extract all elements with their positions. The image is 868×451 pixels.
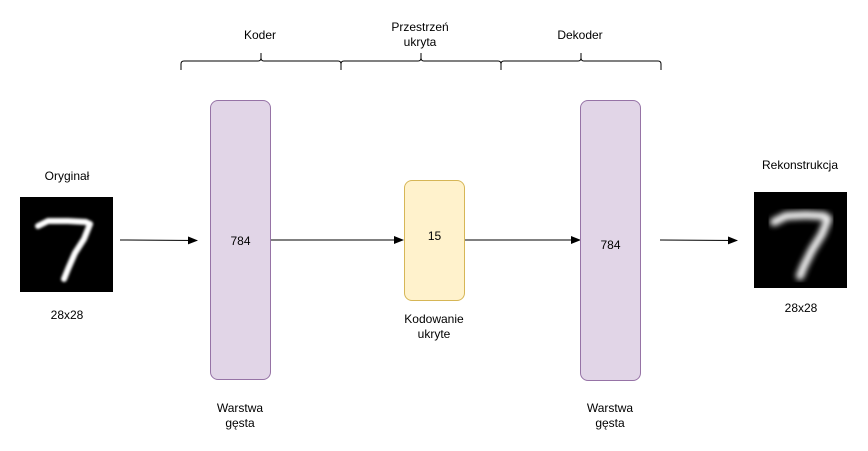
latent-code-caption: Kodowanie ukryte bbox=[404, 312, 464, 341]
encoder-dense-layer: 784 bbox=[210, 100, 271, 380]
output-title: Rekonstrukcja bbox=[761, 158, 839, 172]
latent-units: 15 bbox=[427, 229, 442, 243]
output-size-label: 28x28 bbox=[784, 301, 818, 315]
latent-brace bbox=[340, 53, 502, 70]
arrow-decoder-to-output bbox=[659, 236, 738, 245]
encoder-layer-caption: Warstwa gęsta bbox=[216, 401, 264, 430]
decoder-layer-caption: Warstwa gęsta bbox=[586, 401, 634, 430]
encoder-brace bbox=[180, 53, 342, 70]
input-size-label: 28x28 bbox=[50, 308, 84, 322]
encoder-units: 784 bbox=[230, 234, 251, 248]
output-digit-image bbox=[754, 192, 847, 288]
encoder-section-label: Koder bbox=[243, 28, 277, 42]
decoder-brace bbox=[500, 53, 662, 70]
input-title: Oryginał bbox=[44, 169, 90, 183]
decoder-units: 784 bbox=[600, 238, 621, 252]
latent-space-section-label: Przestrzeń ukryta bbox=[391, 20, 449, 49]
arrow-input-to-encoder bbox=[119, 236, 198, 245]
decoder-dense-layer: 784 bbox=[580, 100, 641, 381]
decoder-section-label: Dekoder bbox=[557, 28, 603, 42]
latent-code-layer: 15 bbox=[404, 180, 465, 301]
input-digit-image bbox=[20, 197, 113, 292]
